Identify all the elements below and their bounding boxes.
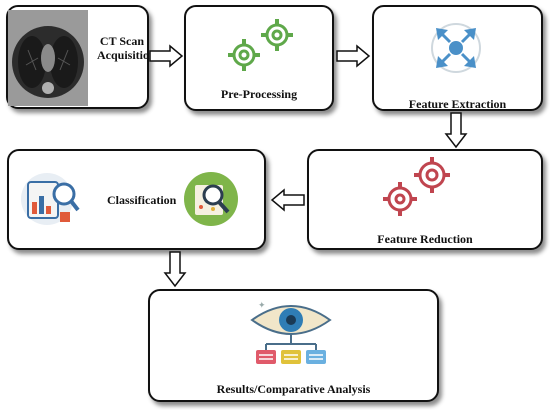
arrow-preprocessing-to-extraction	[336, 44, 371, 68]
ct-scan-label-line1: CT Scan	[99, 34, 145, 48]
feature-extraction-box	[372, 5, 543, 111]
classification-data-analysis-icon	[21, 173, 80, 225]
ct-scan-label-line2: Acquisition	[97, 48, 156, 62]
arrow-classification-to-results	[163, 251, 187, 288]
ct-scan-label: CT Scan Acquisition	[97, 34, 156, 62]
preprocessing-label: Pre-Processing	[220, 87, 298, 101]
results-label: Results/Comparative Analysis	[216, 382, 371, 396]
ct-scan-image	[8, 10, 88, 106]
svg-text:✦: ✦	[258, 301, 266, 311]
feature-extraction-label: Feature Extraction	[408, 97, 507, 111]
preprocessing-box	[184, 5, 334, 111]
feature-reduction-gears-icon	[383, 157, 450, 216]
classification-magnifier-chart-icon	[184, 172, 238, 226]
feature-reduction-label: Feature Reduction	[377, 232, 473, 246]
classification-label: Classification	[107, 193, 177, 207]
arrow-reduction-to-classification	[270, 188, 305, 212]
arrow-ct-to-preprocessing	[149, 44, 184, 68]
results-eye-hierarchy-icon: ✦	[250, 301, 332, 364]
preprocessing-gears-icon	[228, 19, 293, 71]
feature-extraction-arrows-inward-icon	[431, 23, 481, 73]
arrow-extraction-to-reduction	[444, 112, 468, 149]
